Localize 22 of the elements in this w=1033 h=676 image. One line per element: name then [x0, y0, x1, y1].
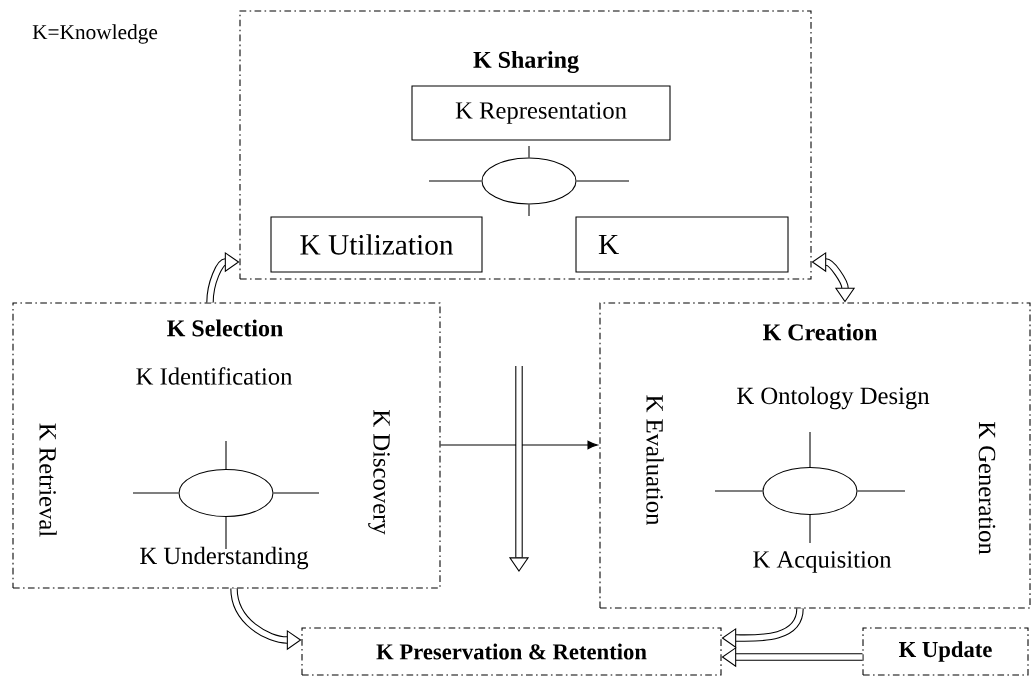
term-label: K Identification	[136, 367, 293, 385]
group-heading: K Creation	[763, 323, 878, 341]
arrow	[440, 440, 598, 450]
process-box: K Utilization	[270, 216, 483, 273]
group-heading: K Selection	[167, 319, 283, 337]
note-text: K=Knowledge	[32, 24, 158, 44]
section-box: K Preservation & Retention	[301, 627, 722, 676]
term-label: K Acquisition	[753, 551, 892, 573]
block-arrow	[721, 608, 804, 649]
ellipse-drawing	[428, 145, 630, 217]
term-label: K Evaluation	[646, 395, 664, 526]
term-label: K Understanding	[140, 546, 309, 570]
group-heading: K Sharing	[473, 51, 579, 73]
ellipse-drawing	[714, 431, 906, 544]
process-box: K Representation	[411, 85, 671, 141]
term-label: K Discovery	[368, 410, 390, 535]
term-label: K Ontology Design	[737, 386, 930, 410]
term-label: K Generation	[978, 421, 996, 555]
process-box: K	[575, 216, 789, 273]
term-label: K Retrieval	[39, 423, 57, 537]
block-arrow	[206, 251, 240, 303]
section-box: K Update	[862, 627, 1029, 676]
